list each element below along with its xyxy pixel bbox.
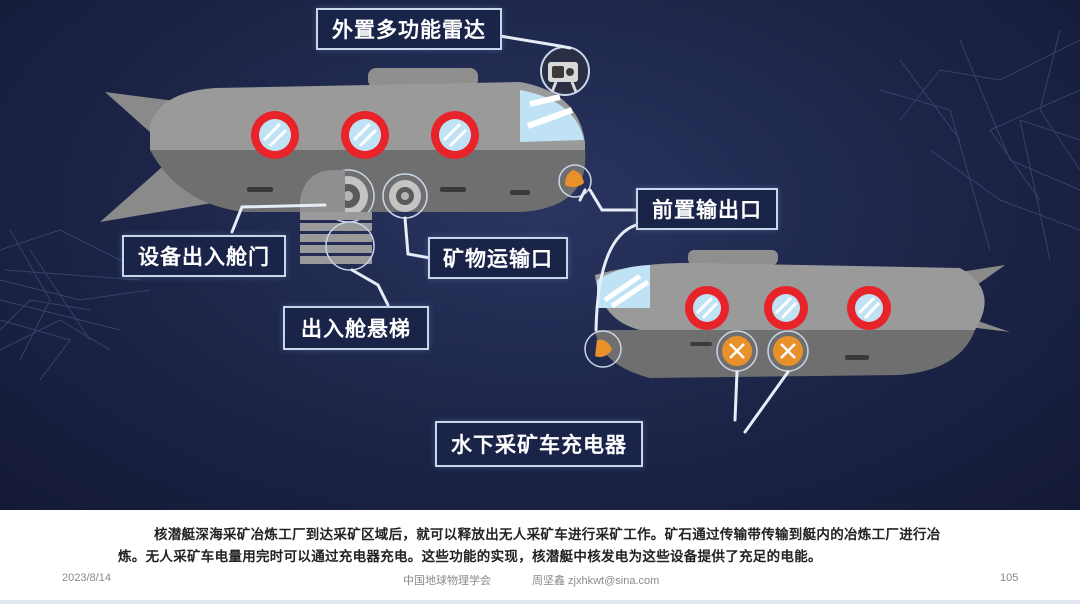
callout-ladder: 出入舱悬梯	[283, 306, 429, 350]
callout-hatch: 设备出入舱门	[122, 235, 286, 277]
callout-front-outlet: 前置输出口	[636, 188, 778, 230]
bottom-divider	[0, 600, 1080, 604]
footer-org: 中国地球物理学会	[403, 575, 491, 587]
leader-lines	[230, 34, 790, 434]
mining-vehicle-submarine	[584, 250, 1010, 378]
diagram-slide: 外置多功能雷达 前置输出口 设备出入舱门 矿物运输口 出入舱悬梯 水下采矿车充电…	[0, 0, 1080, 510]
main-submarine	[100, 68, 592, 271]
caption-area: 核潜艇深海采矿冶炼工厂到达采矿区域后，就可以释放出无人采矿车进行采矿工作。矿石通…	[0, 510, 1080, 607]
footer-date: 2023/8/14	[62, 572, 111, 584]
circuit-lines-right	[879, 29, 1080, 261]
submarine-diagram	[0, 29, 1080, 434]
radar-icon	[540, 46, 590, 96]
callout-radar: 外置多功能雷达	[316, 8, 502, 50]
callout-ore-port: 矿物运输口	[428, 237, 568, 279]
caption-text: 核潜艇深海采矿冶炼工厂到达采矿区域后，就可以释放出无人采矿车进行采矿工作。矿石通…	[118, 527, 941, 565]
footer-author: 周坚鑫 zjxhkwt@sina.com	[532, 575, 660, 587]
footer-page-number: 105	[1000, 572, 1019, 584]
callout-charger: 水下采矿车充电器	[435, 421, 643, 467]
